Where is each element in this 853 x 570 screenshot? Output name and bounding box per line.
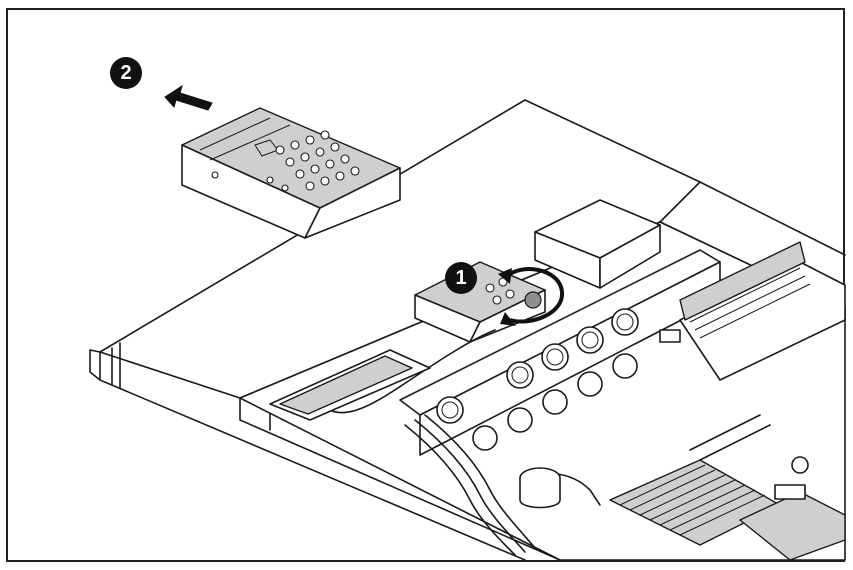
fan-row: [399, 249, 721, 456]
rotate-arrow-icon: [498, 267, 564, 326]
drive-carrier-holes: [211, 130, 360, 192]
drive-carrier: [181, 107, 401, 239]
chassis-front-edge: [89, 349, 526, 561]
heatsink: [609, 459, 846, 561]
board-components: [659, 329, 809, 500]
power-supply: [534, 199, 661, 289]
optical-drive: [269, 349, 431, 421]
step-1-callout: 1: [445, 262, 477, 294]
chassis-front-lip: [111, 342, 121, 389]
riser-card: [679, 241, 846, 381]
arrow-left-icon: [164, 84, 213, 111]
fan-row-lower: [472, 353, 638, 451]
cable-connector: [519, 467, 561, 509]
chassis-top-cover: [99, 99, 701, 399]
step-2-callout: 2: [110, 57, 142, 89]
